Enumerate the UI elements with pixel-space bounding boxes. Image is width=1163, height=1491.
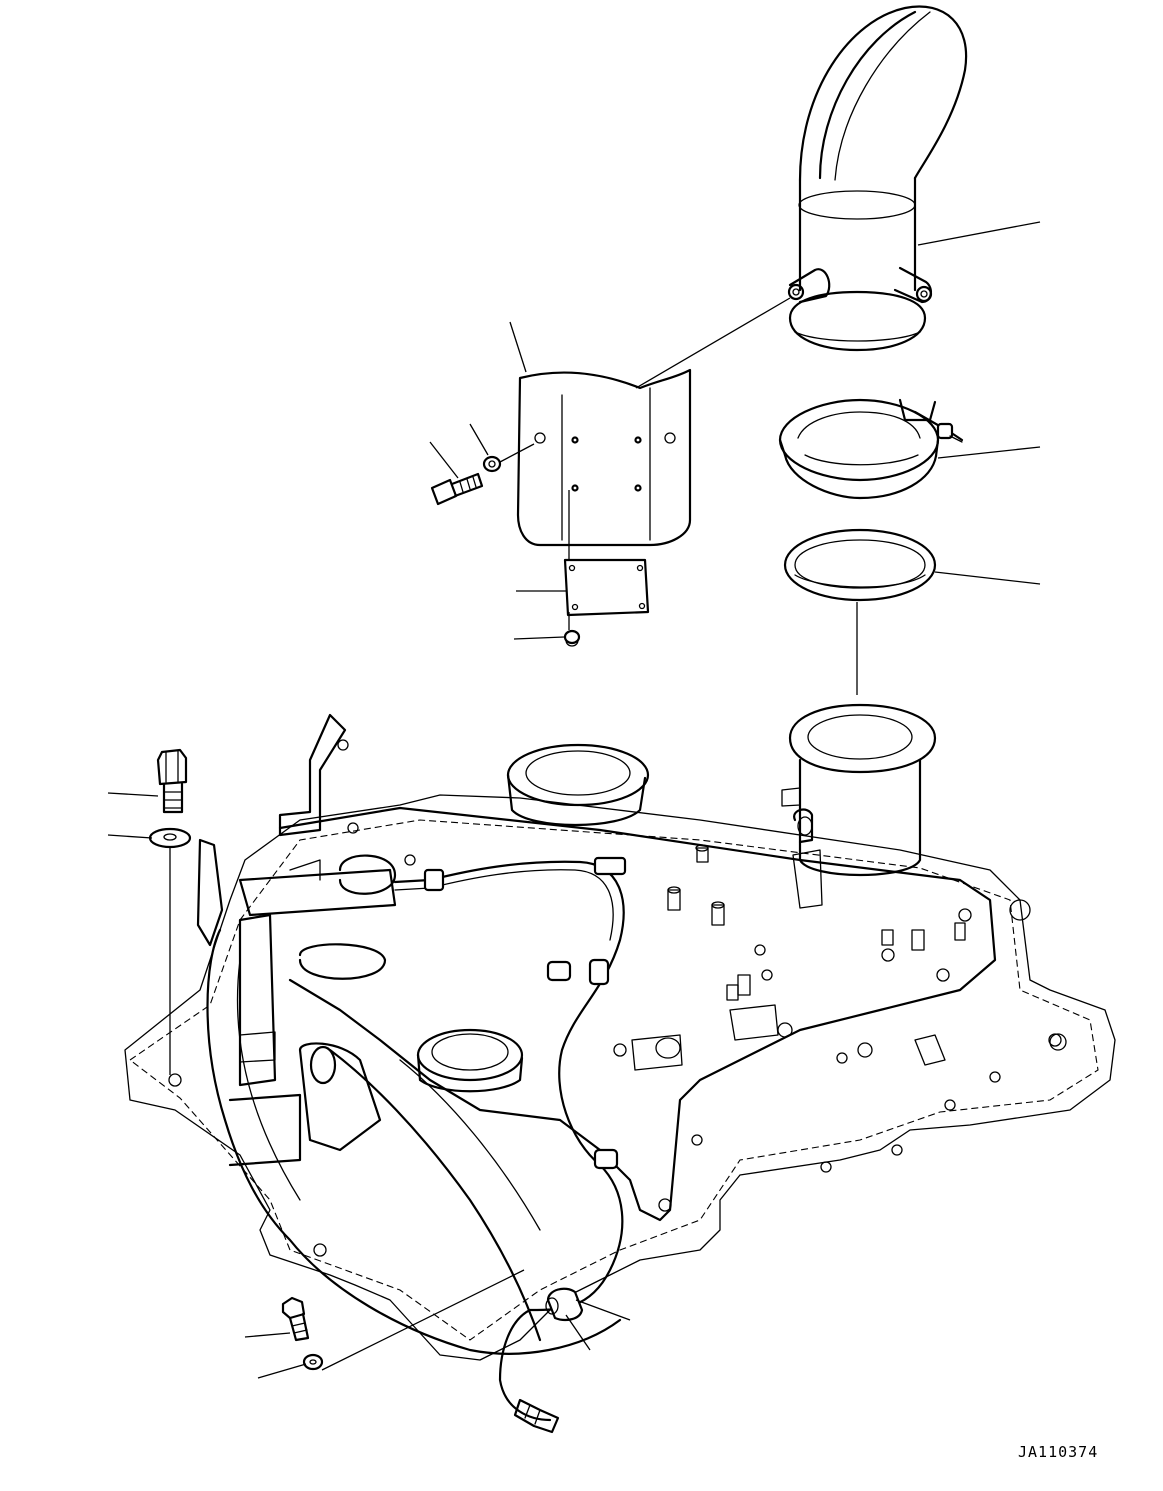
name-plate (565, 560, 648, 615)
shield-bolt (432, 474, 482, 504)
exhaust-elbow-pipe (789, 7, 966, 350)
shield-washer (484, 457, 500, 471)
gasket-ring (785, 530, 935, 600)
sensor-harness (395, 858, 625, 1432)
drawing-reference-code: JA110374 (1018, 1443, 1099, 1461)
v-band-clamp (780, 400, 962, 498)
muffler-assembly (125, 705, 1115, 1360)
rivet (565, 631, 579, 646)
heat-shield-cover (518, 370, 690, 545)
mount-bolt-small (283, 1298, 308, 1340)
assembly-lines (170, 298, 857, 1370)
callout-leaders (108, 222, 1040, 1378)
mount-washer-large (150, 829, 190, 847)
mount-washer-small (304, 1355, 322, 1369)
mount-bolt-large (158, 750, 186, 812)
